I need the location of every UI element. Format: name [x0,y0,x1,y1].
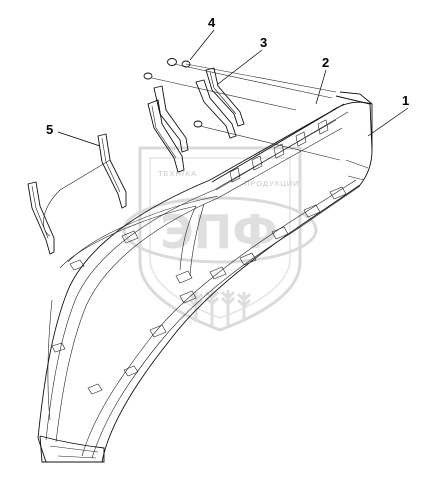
callout-4-label: 4 [208,15,216,30]
callout-1-label: 1 [402,93,409,108]
callout-5: 5 [46,122,101,147]
callout-2: 2 [315,55,329,105]
callout-2-label: 2 [322,55,329,70]
clip-group [51,186,347,395]
fastener-group [143,58,203,128]
callout-3: 3 [217,35,267,85]
nut-icon [181,60,191,68]
watermark: TEXHIKA ПРОДУКЦИИ ЭПФ [122,146,318,332]
watermark-top-text: TEXHIKA [158,169,197,178]
callout-3-label: 3 [260,35,267,50]
callout-1: 1 [367,93,409,137]
nut-icon [193,120,203,128]
callout-4: 4 [189,15,216,61]
watermark-top-text-right: ПРОДУКЦИИ [244,179,300,188]
wiring-harness [47,195,219,421]
watermark-shield-icon [138,146,302,332]
fender-part-1 [37,91,373,463]
nut-icon [143,72,153,80]
assembly-lines [43,63,341,237]
callout-5-label: 5 [46,122,53,137]
wheat-icon [188,290,252,326]
watermark-logo-text: ЭПФ [160,205,278,259]
nut-icon [167,58,177,66]
